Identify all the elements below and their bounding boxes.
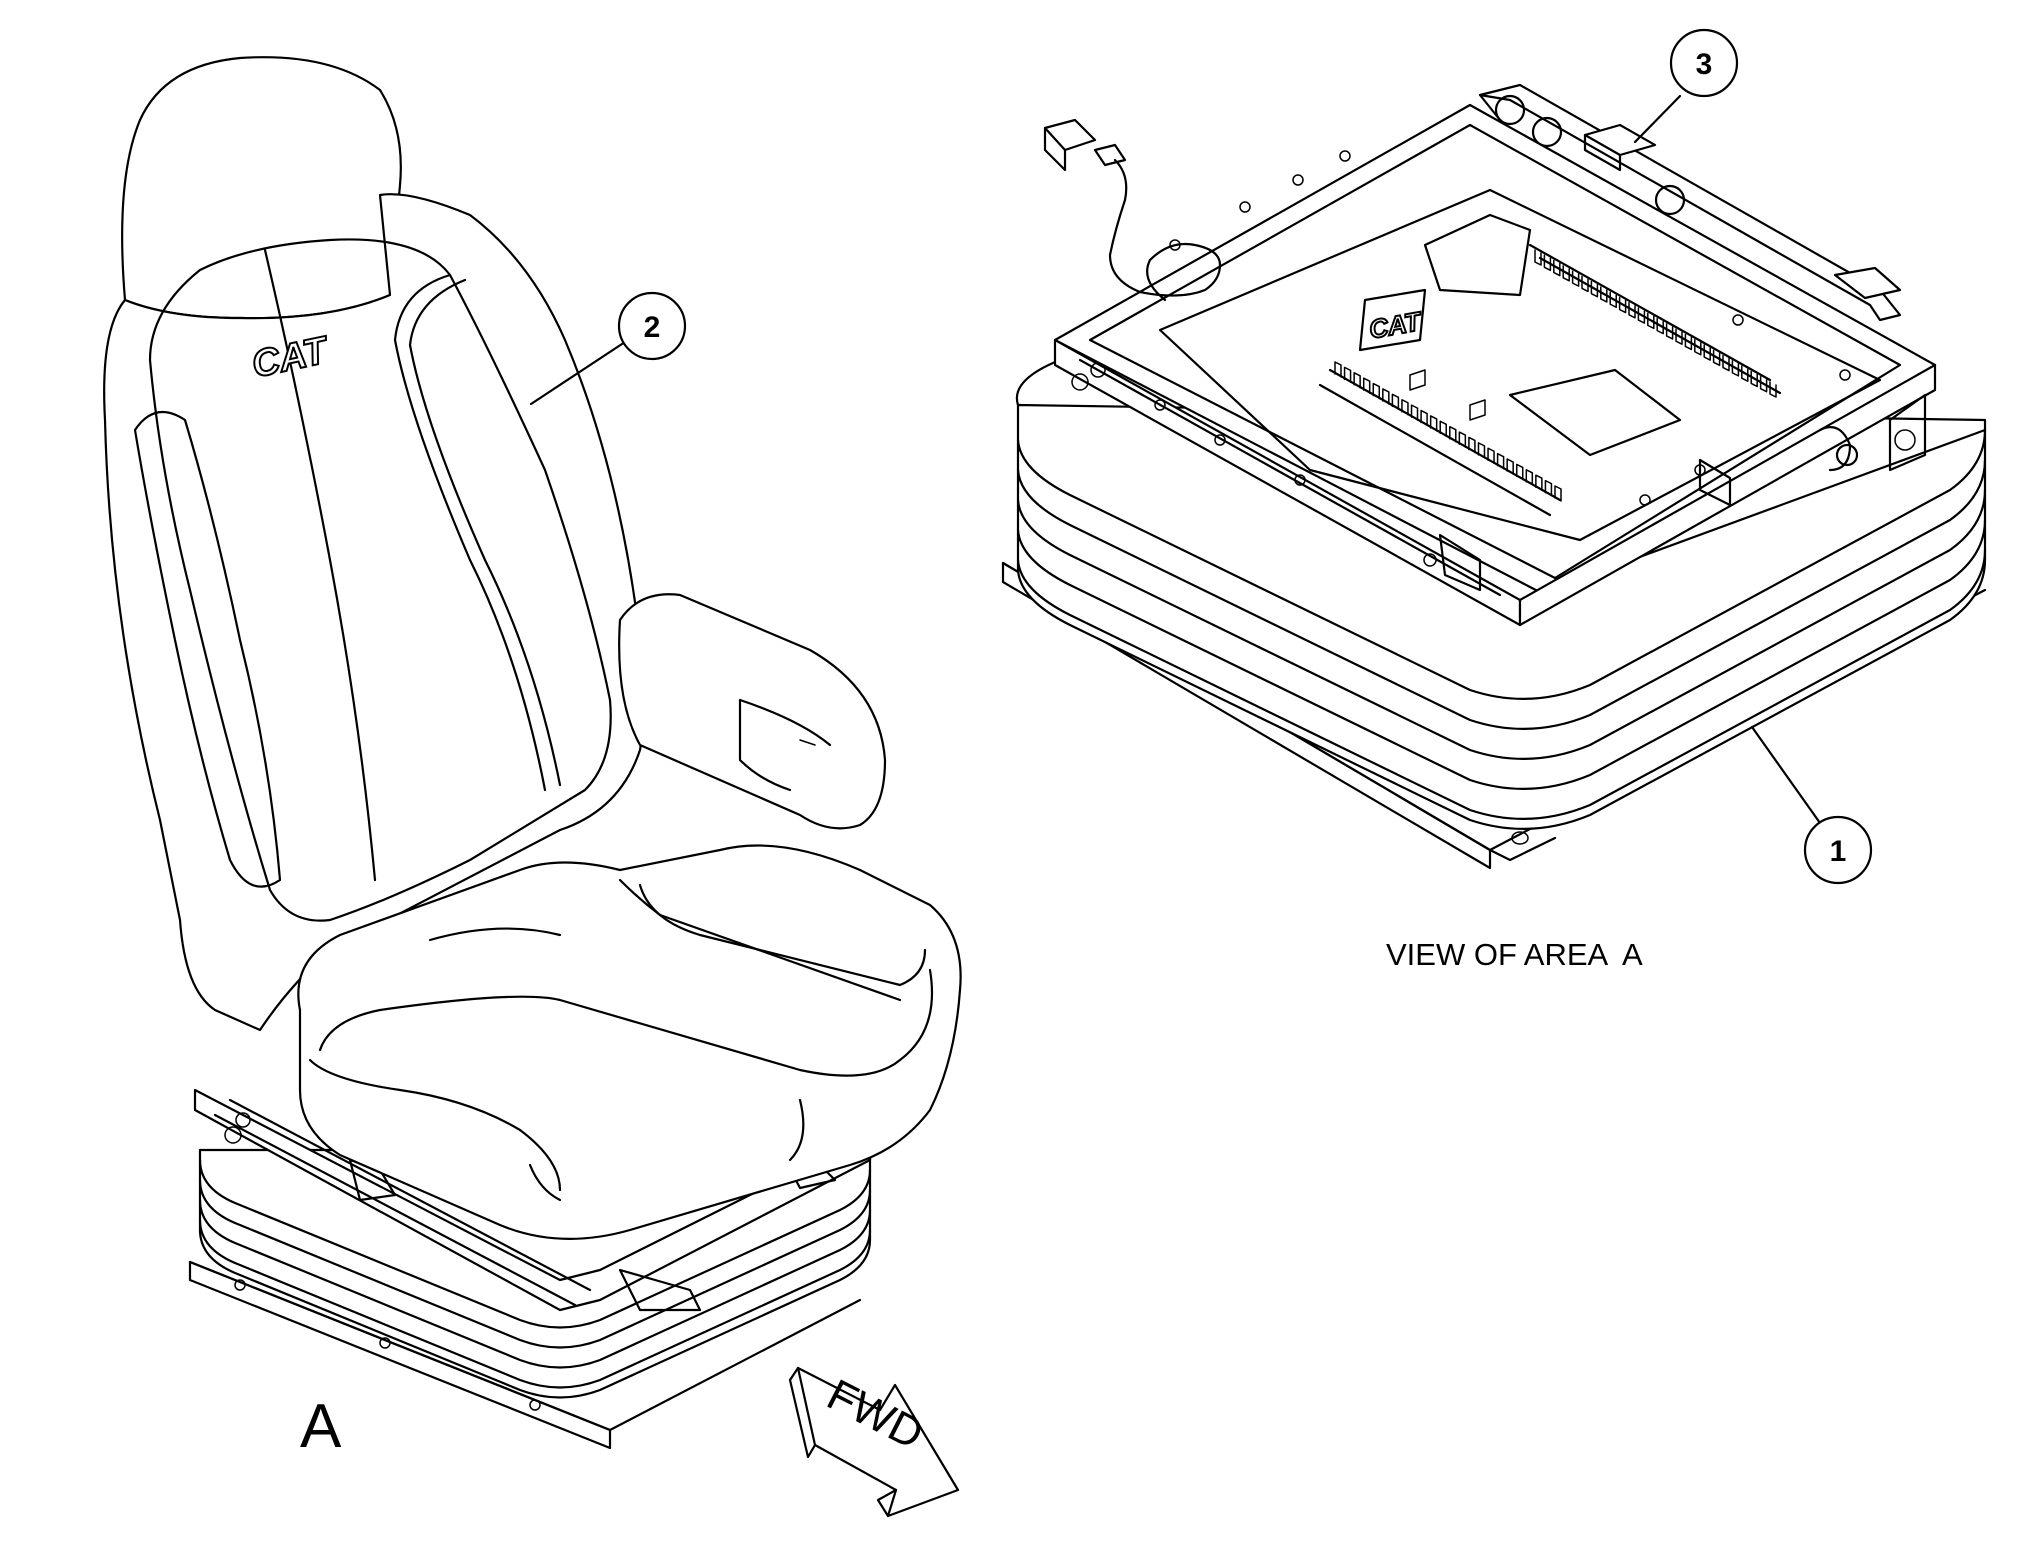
rack-tooth [1544,479,1553,497]
rack-tooth [1391,393,1400,411]
seat-armrest [618,593,887,830]
rack-tooth [1750,370,1758,388]
callout-2: 2 [529,291,687,406]
detail-suspension-bellows [1015,348,1987,830]
rack-tooth [1525,469,1534,486]
detail-wire-harness [1043,118,1222,302]
rack-tooth [1553,259,1561,277]
rack-tooth [1647,312,1655,330]
rack-tooth [1496,452,1505,470]
seat-base-plate [188,1260,862,1450]
rack-tooth [1675,328,1683,345]
rack-tooth [1581,275,1589,293]
view-caption: VIEW OF AREA A [1386,937,1643,972]
rack-tooth [1372,382,1381,400]
rack-tooth [1401,398,1409,416]
seat-slide-rails [193,1088,872,1312]
rack-tooth [1571,270,1580,287]
rack-tooth [1468,436,1476,454]
callout-1-label: 1 [1830,835,1847,868]
rack-tooth [1487,447,1495,465]
rack-tooth [1449,425,1457,443]
rack-tooth [1731,360,1740,377]
rack-tooth [1477,442,1486,459]
rack-tooth [1543,254,1552,272]
rack-tooth [1694,339,1702,356]
seat-cat-logo: CAT [247,328,334,387]
detail-slide-rails [1053,338,1937,627]
rack-tooth [1410,404,1419,421]
rack-tooth [1362,377,1371,394]
rack-tooth [1656,317,1664,335]
rack-tooth [1628,302,1636,319]
rack-tooth [1382,388,1390,405]
rack-tooth [1554,485,1562,502]
rack-tooth [1535,474,1543,491]
callout-2-label: 2 [644,311,661,344]
rack-tooth [1759,375,1768,393]
rack-tooth [1562,265,1570,282]
seat-cushion [297,844,962,1240]
detail-top-plate: CAT [1053,103,1937,602]
rack-tooth [1429,415,1438,432]
callout-1: 1 [1750,725,1873,885]
rack-tooth [1353,372,1361,389]
rack-tooth [1439,420,1447,438]
rack-tooth [1741,365,1749,382]
rack-tooth [1334,361,1342,378]
rack-tooth [1506,458,1514,475]
rack-tooth [1665,323,1674,340]
suspension-detail-view: CAT [1001,28,1987,972]
callout-3: 3 [1633,28,1739,144]
rack-tooth [1420,409,1428,427]
rack-tooth [1343,366,1352,384]
rack-tooth [1609,291,1617,308]
detail-adjust-rack-lower [1318,361,1562,517]
forward-direction-arrow: FWD [788,1366,960,1518]
view-letter-a: A [300,1392,342,1461]
rack-tooth [1600,286,1608,303]
seat-backrest: CAT [103,56,647,1032]
rack-tooth [1458,431,1467,448]
rack-tooth [1618,296,1627,314]
rack-tooth [1590,280,1599,298]
rack-tooth [1769,381,1777,398]
rack-tooth [1534,249,1542,266]
detail-adjust-rack-upper [1528,243,1782,398]
seat-logo-text: CAT [248,329,333,386]
seat-assembly-drawing: CAT A [103,56,962,1461]
rack-tooth [1722,354,1730,372]
rack-tooth [1515,463,1524,481]
rack-tooth [1684,333,1693,351]
rack-tooth [1703,344,1711,361]
detail-rear-latch-rail [1478,83,1902,322]
rack-tooth [1712,349,1721,367]
rack-tooth [1637,307,1646,324]
callout-3-label: 3 [1696,48,1713,81]
